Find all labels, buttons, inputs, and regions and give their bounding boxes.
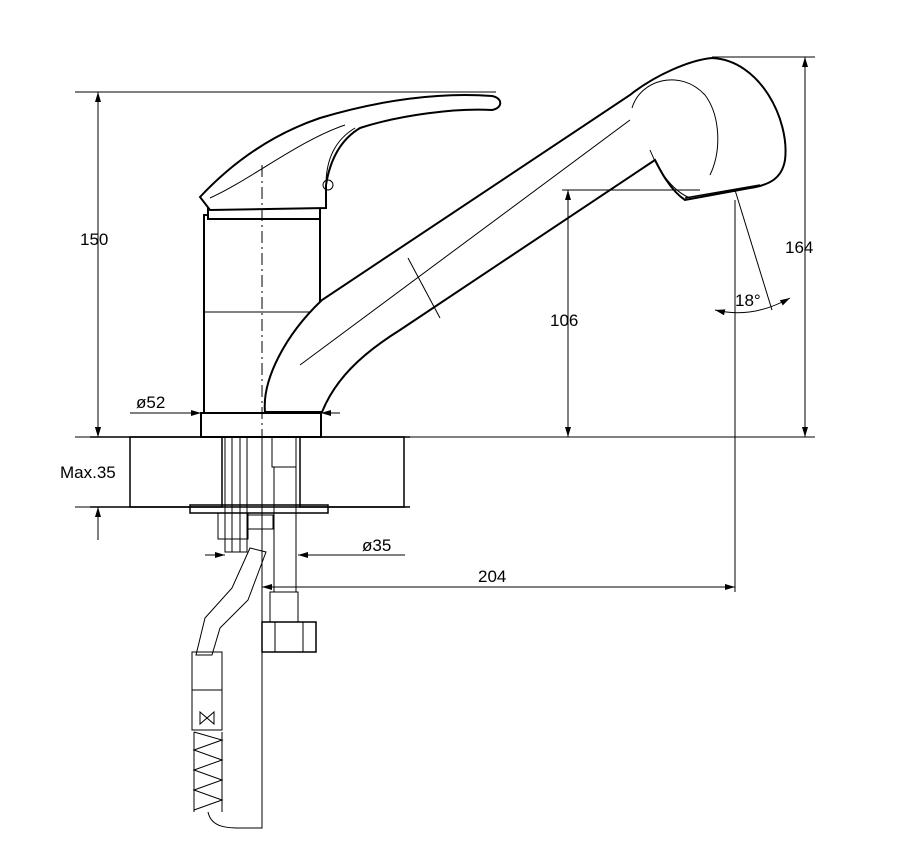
lever-handle — [198, 94, 502, 212]
mounting-hardware — [189, 436, 329, 553]
countertop-section — [90, 436, 815, 508]
dim-swivel-angle: 18° — [735, 291, 761, 310]
dimension-lines — [75, 56, 815, 592]
dim-base-diameter: ø52 — [136, 393, 165, 412]
dim-spout-reach: 204 — [478, 567, 506, 586]
dim-spout-height: 106 — [550, 311, 578, 330]
dim-total-height: 164 — [785, 238, 813, 257]
dim-mount-diameter: ø35 — [362, 536, 391, 555]
dim-height-to-lever: 150 — [80, 230, 108, 249]
supply-hose-right — [261, 436, 317, 653]
dim-max-counter-thickness: Max.35 — [60, 463, 116, 482]
pull-out-spout — [263, 56, 787, 413]
supply-hose-left — [191, 430, 267, 829]
